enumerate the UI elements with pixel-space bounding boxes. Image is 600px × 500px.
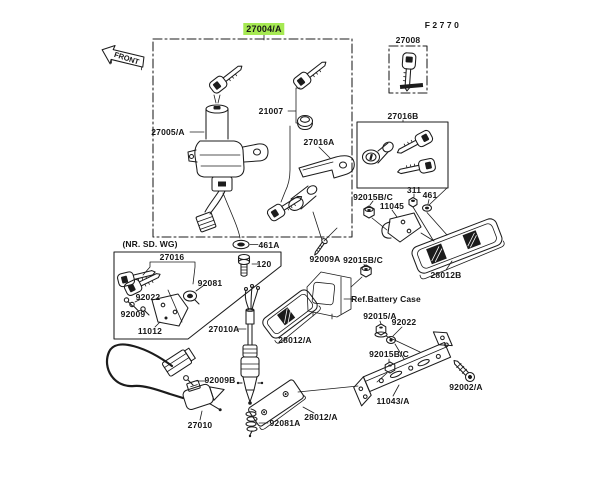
fiche-code: F2770 (424, 20, 462, 30)
diagram-note-nrsdwg: (NR. SD. WG) (122, 239, 178, 249)
part-callout-21007[interactable]: 21007 (258, 106, 284, 116)
reflector-28012b-leader (445, 260, 453, 271)
part-callout-92015a[interactable]: 92015/A (363, 311, 397, 321)
helmet-lock-drawing (265, 146, 355, 241)
bolt-120-drawing (237, 253, 259, 277)
ignition-switch-drawing (187, 104, 269, 233)
part-callout-27005a[interactable]: 27005/A (151, 127, 185, 137)
part-callout-92002a[interactable]: 92002/A (449, 382, 483, 392)
part-callout-28012b[interactable]: 28012B (430, 270, 462, 280)
part-callout-27004a[interactable]: 27004/A (243, 23, 285, 35)
part-callout-92015bc[interactable]: 92015B/C (353, 192, 393, 202)
nut-92015bc-2-drawing (350, 264, 372, 288)
spare-ignition-key-drawing (291, 56, 331, 92)
part-callout-92015bc[interactable]: 92015B/C (343, 255, 383, 265)
bracket-11043a-drawing (353, 331, 453, 407)
part-callout-92022[interactable]: 92022 (135, 292, 161, 302)
plate-28012a-leaders (297, 385, 359, 414)
part-callout-11012[interactable]: 11012 (137, 326, 163, 336)
part-callout-92081[interactable]: 92081 (197, 278, 223, 288)
fastener-cluster-lower (374, 320, 421, 383)
reflector-28012b-drawing (411, 218, 505, 280)
part-callout-92022[interactable]: 92022 (391, 317, 417, 327)
part-callout-11045[interactable]: 11045 (379, 201, 405, 211)
bolt-92002a-drawing (453, 359, 476, 383)
plate-28012a-drawing (248, 379, 306, 430)
part-callout-11043a[interactable]: 11043/A (376, 396, 410, 406)
part-callout-27016[interactable]: 27016 (159, 252, 185, 262)
switch-27010a-drawing (236, 283, 269, 438)
part-callout-28012a[interactable]: 28012/A (278, 335, 312, 345)
part-callout-311[interactable]: 311 (406, 185, 422, 195)
reflector-28012a-drawing (262, 289, 321, 344)
key-cap-drawing (280, 87, 314, 203)
part-callout-92009[interactable]: 92009 (120, 309, 146, 319)
battery-case-drawing (306, 271, 355, 320)
screw-92009a-leader (323, 227, 338, 242)
fastener-cluster-right (363, 187, 448, 241)
part-callout-92009b[interactable]: 92009B (204, 375, 236, 385)
hook-bracket-drawing (381, 209, 435, 243)
diagram-note-refbatterycase: Ref.Battery Case (351, 294, 421, 304)
group-box-nr-sd-wg (113, 251, 282, 340)
lock-set-box (356, 119, 449, 189)
part-callout-92009a[interactable]: 92009A (309, 254, 341, 264)
part-callout-27008[interactable]: 27008 (395, 35, 421, 45)
part-callout-461a[interactable]: 461A (258, 240, 280, 250)
part-callout-28012a[interactable]: 28012/A (304, 412, 338, 422)
part-callout-27010a[interactable]: 27010A (208, 324, 240, 334)
part-callout-461[interactable]: 461 (422, 190, 438, 200)
part-callout-27016a[interactable]: 27016A (303, 137, 335, 147)
front-arrow: FRONT (101, 44, 145, 71)
washer-461a-drawing (222, 192, 259, 250)
part-callout-27016b[interactable]: 27016B (387, 111, 419, 121)
bracket-11043a-leader (392, 384, 400, 397)
part-callout-27010[interactable]: 27010 (187, 420, 213, 430)
part-callout-92015bc[interactable]: 92015B/C (369, 349, 409, 359)
spare-key-box (388, 45, 428, 94)
part-callout-120[interactable]: 120 (256, 259, 272, 269)
ignition-key-drawing (207, 60, 247, 104)
part-callout-92081a[interactable]: 92081A (269, 418, 301, 428)
main-assembly-box (152, 33, 353, 238)
cable-switch-27010-drawing (106, 343, 225, 421)
